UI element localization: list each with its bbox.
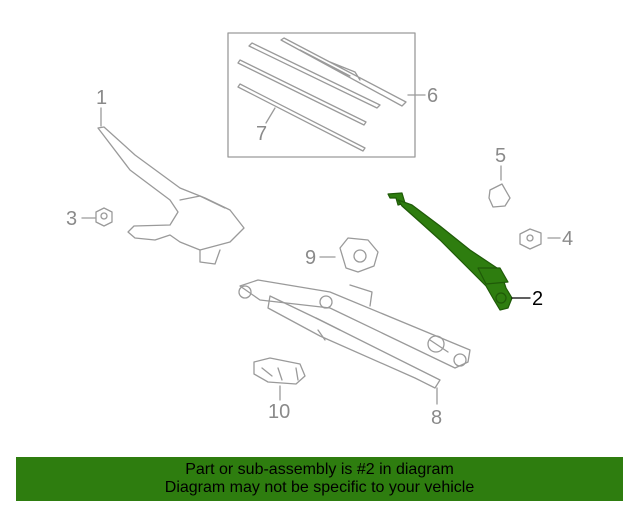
wiper-linkage [238,279,471,405]
linkage-details [315,284,449,353]
linkage-pivot-left [238,285,252,299]
wiper-refill [237,59,367,126]
arm-2-pivot [495,292,507,304]
callout-1: 1 [96,87,107,109]
cap-5-shape [488,183,511,208]
nut-4-shape [519,228,542,250]
linkage-crank [427,335,445,353]
leader-7 [265,107,276,124]
arm-2-body [397,199,513,311]
wiper-blade [280,37,407,107]
bracket-10-detail [261,367,299,381]
pivot-9-shape [339,237,379,273]
callout-10: 10 [268,401,290,423]
arm-1-body [97,126,245,251]
linkage-pivot-right [453,353,467,367]
nut-3-hole [100,212,108,220]
callout-8: 8 [431,407,442,429]
pivot-9-hole [353,249,367,263]
banner-line-2: Diagram may not be specific to your vehi… [164,479,475,496]
pivot-9 [319,237,379,273]
cap-5 [488,165,511,208]
nut-4 [519,228,561,250]
callout-3: 3 [66,208,77,230]
blade-inset-box [227,32,416,158]
arm-2-hinge [477,267,509,285]
parts-diagram: 1 2 3 4 5 6 7 8 9 10 [66,32,573,429]
callout-9: 9 [305,247,316,269]
nut-3 [81,207,113,227]
bracket-10-shape [253,357,306,385]
blade-rail [248,42,381,109]
highlighted-wiper-arm [387,192,513,311]
callout-2: 2 [532,288,543,310]
arm-1-detail [179,195,226,265]
rear-wiper-arm [97,107,245,265]
nut-4-hole [526,234,534,242]
callout-4: 4 [562,228,573,250]
callout-6: 6 [427,85,438,107]
banner-line-1: Part or sub-assembly is #2 in diagram [185,461,454,478]
nut-3-shape [95,207,113,227]
diagram-notice-banner: Part or sub-assembly is #2 in diagram Di… [16,457,623,501]
linkage-lower-rail [267,295,441,389]
linkage-upper-rail [239,279,471,369]
bracket-10 [253,357,306,401]
linkage-pivot-mid [319,295,333,309]
wiper-blade-group [227,32,426,158]
refill-strip [237,83,366,152]
callout-7: 7 [256,123,267,145]
callout-5: 5 [495,145,506,167]
